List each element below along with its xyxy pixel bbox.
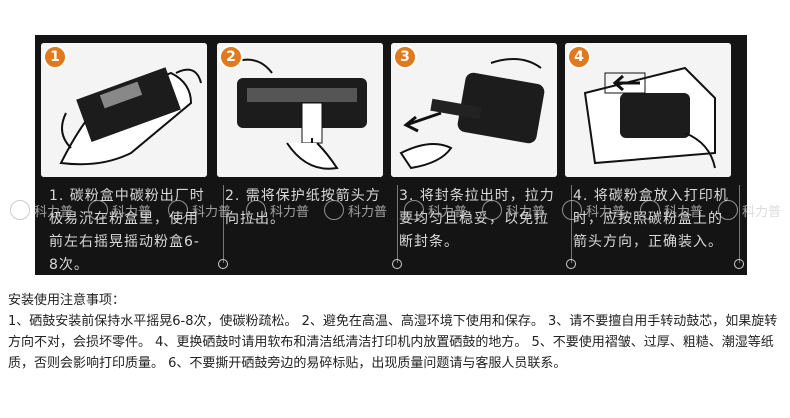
watermark-text: 科力普 (34, 204, 74, 220)
watermark-text: 科力普 (586, 204, 626, 220)
watermark-logo-icon (404, 200, 424, 220)
connector-dot-3 (566, 259, 576, 269)
watermark-logo-icon (246, 200, 266, 220)
connector-line-1 (223, 185, 224, 263)
step-1-illustration (41, 43, 207, 177)
watermark-logo-icon (562, 200, 582, 220)
step-4-number-badge: 4 (567, 45, 591, 69)
step-1-caption: 1. 碳粉盒中碳粉出厂时极易沉在粉盒里，使用前左右摇晃摇动粉盒6-8次。 (49, 188, 205, 273)
connector-line-3 (571, 185, 572, 263)
watermark: 科力普 (88, 199, 151, 221)
step-3-illustration (391, 43, 557, 177)
watermark: 科力普 (246, 199, 309, 221)
connector-line-4 (739, 185, 740, 263)
watermark-logo-icon (10, 200, 30, 220)
watermark-text: 科力普 (428, 204, 468, 220)
notes-body: 1、硒鼓安装前保持水平摇晃6-8次，使碳粉疏松。 2、避免在高温、高湿环境下使用… (8, 314, 778, 371)
watermark-text: 科力普 (664, 204, 704, 220)
step-3-number-badge: 3 (393, 45, 417, 69)
watermark-logo-icon (482, 200, 502, 220)
watermark-logo-icon (718, 200, 738, 220)
watermark: 科力普 (404, 199, 467, 221)
watermark: 科力普 (562, 199, 625, 221)
watermark: 科力普 (640, 199, 703, 221)
watermark-logo-icon (324, 200, 344, 220)
watermark: 科力普 (10, 199, 73, 221)
watermark: 科力普 (324, 199, 387, 221)
watermark-logo-icon (168, 200, 188, 220)
watermark: 科力普 (718, 199, 781, 221)
step-2-illustration (217, 43, 383, 177)
connector-dot-4 (734, 259, 744, 269)
step-3-caption: 3. 将封条拉出时，拉力要均匀且稳妥，以免拉断封条。 (399, 188, 555, 250)
watermark-text: 科力普 (506, 204, 546, 220)
watermark-text: 科力普 (348, 204, 388, 220)
connector-dot-2 (392, 259, 402, 269)
watermark-text: 科力普 (112, 204, 152, 220)
step-2-number-badge: 2 (219, 45, 243, 69)
notes-title: 安装使用注意事项： (8, 293, 126, 308)
step-1-number-badge: 1 (43, 45, 67, 69)
watermark: 科力普 (168, 199, 231, 221)
watermark-text: 科力普 (270, 204, 310, 220)
connector-line-2 (397, 185, 398, 263)
instruction-panel: 1 1. 碳粉盒中碳粉出厂时极易沉在粉盒里，使用前左右摇晃摇动粉盒6-8次。 2… (35, 35, 747, 275)
watermark-logo-icon (640, 200, 660, 220)
watermark-text: 科力普 (742, 204, 782, 220)
installation-notes: 安装使用注意事项： 1、硒鼓安装前保持水平摇晃6-8次，使碳粉疏松。 2、避免在… (8, 290, 780, 374)
step-4-illustration (565, 43, 731, 177)
connector-dot-1 (218, 259, 228, 269)
watermark-text: 科力普 (192, 204, 232, 220)
watermark-logo-icon (88, 200, 108, 220)
watermark: 科力普 (482, 199, 545, 221)
